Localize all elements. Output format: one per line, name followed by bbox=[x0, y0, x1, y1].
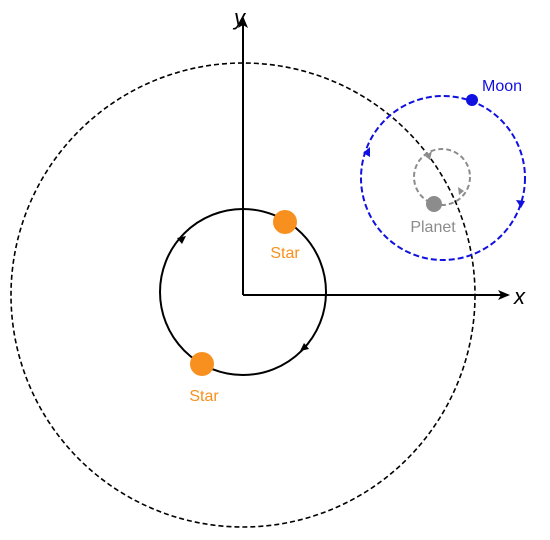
planet-orbit-arrow-left bbox=[425, 151, 432, 160]
planet-orbit bbox=[413, 148, 471, 206]
star-upper bbox=[273, 210, 297, 234]
moon bbox=[466, 94, 478, 106]
star-lower bbox=[190, 352, 214, 376]
x-axis-label: x bbox=[513, 284, 526, 309]
star-orbit-arrow-left bbox=[177, 236, 186, 244]
star-upper-label: Star bbox=[270, 245, 300, 262]
planet-orbit-arrow-right bbox=[458, 187, 464, 195]
moon-orbit-arrow-left bbox=[363, 147, 370, 157]
planet-label: Planet bbox=[410, 219, 456, 236]
star-lower-label: Star bbox=[189, 388, 219, 405]
star-orbit bbox=[159, 208, 327, 376]
moon-label: Moon bbox=[482, 78, 522, 95]
moon-orbit-arrow-right bbox=[516, 200, 525, 208]
star-orbit-arrow-right bbox=[300, 343, 309, 351]
planet bbox=[426, 196, 442, 212]
moon-orbit bbox=[360, 95, 526, 261]
y-axis-label: y bbox=[232, 5, 247, 30]
